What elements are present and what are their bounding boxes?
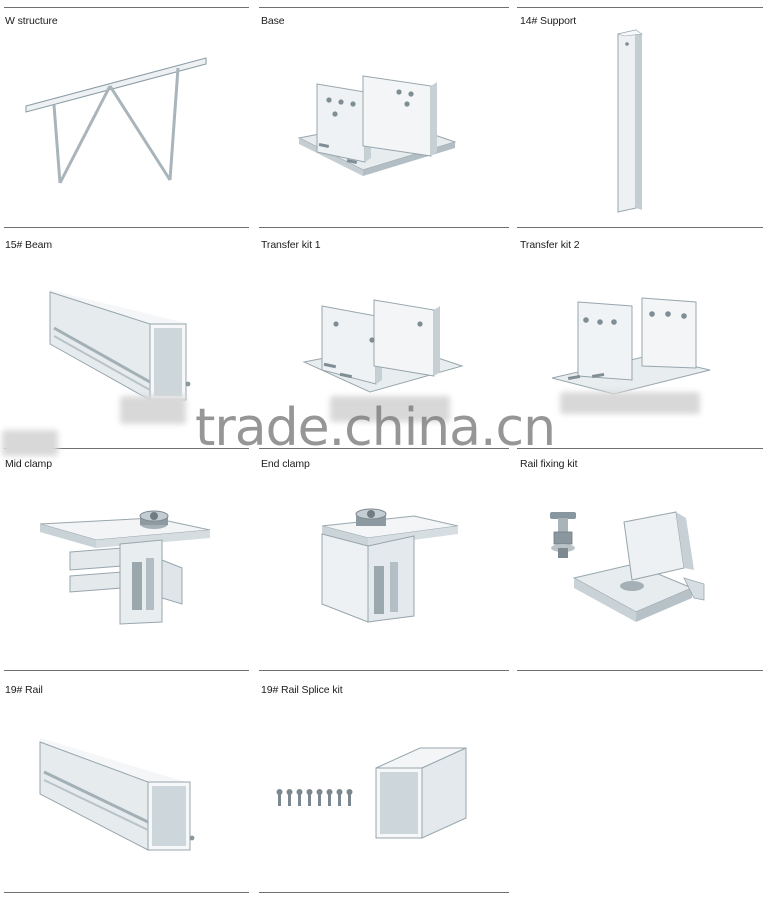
row1-top-line-3 [517, 7, 763, 8]
row2-top-line-3 [517, 227, 763, 228]
bottom-line-1 [4, 892, 249, 893]
row1-top-line-1 [4, 7, 249, 8]
blurred-watermark-fragment [120, 396, 186, 424]
product-caption-beam: 15# Beam [5, 239, 53, 251]
beam-image [49, 290, 191, 401]
rail-image [39, 738, 195, 851]
row4-top-line-2 [259, 670, 509, 671]
rail-fixing-kit-image [550, 511, 705, 622]
product-caption-rail: 19# Rail [5, 684, 43, 696]
transfer-kit-1-image [302, 299, 464, 393]
base-image [297, 75, 457, 176]
mid-clamp-image [39, 510, 211, 625]
row3-top-line-3 [517, 448, 763, 449]
product-caption-base: Base [261, 15, 285, 27]
watermark-text: trade.china.cn [195, 398, 556, 458]
product-caption-transfer-kit-1: Transfer kit 1 [261, 239, 321, 251]
w-structure-image [25, 57, 207, 184]
row4-top-line-3 [517, 670, 763, 671]
product-caption-rail-splice-kit: 19# Rail Splice kit [261, 684, 343, 696]
rail-splice-kit-image [276, 747, 467, 839]
row1-top-line-2 [259, 7, 509, 8]
product-caption-end-clamp: End clamp [261, 458, 310, 470]
row2-top-line-2 [259, 227, 509, 228]
product-caption-mid-clamp: Mid clamp [5, 458, 52, 470]
product-caption-rail-fixing-kit: Rail fixing kit [520, 458, 578, 470]
row2-top-line-1 [4, 227, 249, 228]
row4-top-line-1 [4, 670, 249, 671]
blurred-watermark-fragment [330, 396, 450, 422]
product-caption-support: 14# Support [520, 15, 577, 27]
row3-top-line-2 [259, 448, 509, 449]
blurred-watermark-fragment [2, 430, 58, 456]
end-clamp-image [321, 508, 459, 623]
blurred-watermark-fragment [560, 392, 700, 414]
bottom-line-2 [259, 892, 509, 893]
row3-top-line-1 [4, 448, 249, 449]
support-image [616, 29, 643, 213]
product-caption-transfer-kit-2: Transfer kit 2 [520, 239, 580, 251]
product-caption-w-structure: W structure [5, 15, 58, 27]
transfer-kit-2-image [551, 297, 711, 395]
